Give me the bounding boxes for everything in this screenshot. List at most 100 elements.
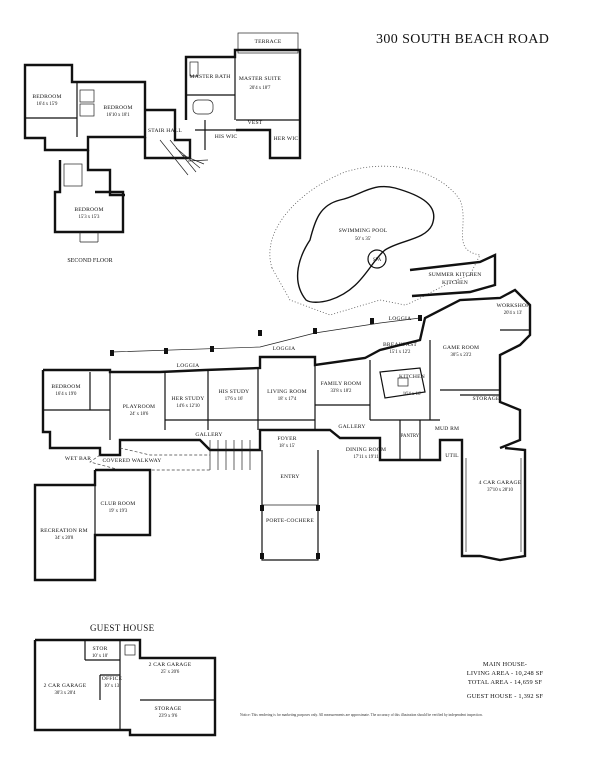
room-name: LOGGIA xyxy=(389,316,412,322)
room-name: HIS WIC xyxy=(215,134,238,140)
room-name: STORAGE xyxy=(154,706,181,712)
spa xyxy=(367,249,387,269)
room-name: BEDROOM xyxy=(32,94,61,100)
room-name: 2 CAR GARAGE xyxy=(44,683,87,689)
second-floor-label: SECOND FLOOR xyxy=(67,258,112,264)
south-bedroom-wall xyxy=(53,160,125,234)
room-dim: 16'10 x 18'1 xyxy=(106,113,130,118)
room-name: STORAGE xyxy=(472,396,499,402)
room-name-continued: KITCHEN xyxy=(442,280,468,286)
room-dim: 30'3 x 20'4 xyxy=(55,691,77,696)
room-name: HER WIC xyxy=(274,136,299,142)
room-name: 4 CAR GARAGE xyxy=(479,480,522,486)
room-dim: 37'10 x 28'10 xyxy=(487,488,513,493)
room-name: KITCHEN xyxy=(399,374,425,380)
total-area: TOTAL AREA - 14,659 SF xyxy=(468,679,543,686)
covered-walkway-line xyxy=(89,454,210,471)
room-name: HER STUDY xyxy=(171,396,204,402)
room-name: TERRACE xyxy=(255,39,282,45)
room-dim: 19' x 19'3 xyxy=(109,509,128,514)
room-name: ENTRY xyxy=(280,474,299,480)
corridor-wall xyxy=(86,150,125,197)
room-name: WORKSHOP xyxy=(497,303,530,309)
room-dim: 20'4 x 13' xyxy=(504,311,523,316)
room-name: LOGGIA xyxy=(273,346,296,352)
room-name: GAME ROOM xyxy=(443,345,479,351)
main-house-plan: LOGGIA LOGGIA LOGGIA BREAKFAST 15'1 x 12… xyxy=(33,288,532,582)
room-name: SPA xyxy=(373,258,382,263)
room-dim: 10' x 10' xyxy=(92,654,108,659)
room-name: GALLERY xyxy=(195,432,222,438)
room-name: BREAKFAST xyxy=(383,342,417,348)
summer-kitchen-wall xyxy=(409,253,497,298)
room-dim: 14'6 x 12'10 xyxy=(176,404,200,409)
room-name: FOYER xyxy=(277,436,296,442)
room-dim: 20'4 x 18'7 xyxy=(250,86,272,91)
room-name: LIVING ROOM xyxy=(267,389,307,395)
room-dim: 16'4 x 16' xyxy=(403,392,422,397)
room-dim: 18' x 15' xyxy=(279,444,295,449)
guest-house-area: GUEST HOUSE - 1,392 SF xyxy=(467,693,543,700)
room-name: LOGGIA xyxy=(177,363,200,369)
room-name: STAIR HALL xyxy=(148,128,182,134)
room-name: MASTER BATH xyxy=(190,74,231,80)
room-name: PORTE-COCHERE xyxy=(266,518,314,524)
room-name: HIS STUDY xyxy=(219,389,250,395)
room-name: UTIL xyxy=(445,453,459,459)
room-name: MASTER SUITE xyxy=(239,76,282,82)
club-wing-wall xyxy=(33,468,152,582)
second-floor-plan: TERRACE MASTER BATH MASTER SUITE 20'4 x … xyxy=(23,32,302,264)
terrace-outline xyxy=(237,32,299,54)
main-house-north-wall xyxy=(43,288,532,450)
plan-title: 300 SOUTH BEACH ROAD xyxy=(376,32,549,47)
room-name: SWIMMING POOL xyxy=(339,228,388,234)
room-name: PANTRY xyxy=(401,434,420,439)
room-name: SUMMER KITCHEN xyxy=(429,272,482,278)
room-dim: 16'4 x 15'9 xyxy=(37,102,59,107)
room-dim: 30'5 x 23'2 xyxy=(451,353,473,358)
main-house-label: MAIN HOUSE- xyxy=(483,661,527,668)
room-dim: 17'11 x 19'11 xyxy=(353,455,379,460)
room-name: COVERED WALKWAY xyxy=(102,458,161,464)
room-dim: 25' x 20'6 xyxy=(161,670,180,675)
guest-house-plan: GUEST HOUSE STOR 10' x 10' 2 CAR GARAGE … xyxy=(33,623,217,737)
main-house-south-wall xyxy=(41,370,442,462)
room-dim: 16'4 x 19'0 xyxy=(56,392,78,397)
kitchen-island xyxy=(379,367,426,399)
disclaimer-notice: Notice: This rendering is for marketing … xyxy=(240,713,483,717)
living-area: LIVING AREA - 10,248 SF xyxy=(467,670,544,677)
room-name: OFFICE xyxy=(102,676,123,682)
room-dim: 10' x 13' xyxy=(104,684,120,689)
room-dim: 23'9 x 9'6 xyxy=(159,714,178,719)
area-summary: MAIN HOUSE- LIVING AREA - 10,248 SF TOTA… xyxy=(467,661,544,700)
room-name: BEDROOM xyxy=(51,384,80,390)
room-dim: 34' x 20'8 xyxy=(55,536,74,541)
room-dim: 18' x 17'4 xyxy=(278,397,297,402)
pool-deck-outline xyxy=(269,165,481,316)
room-dim: 24' x 18'6 xyxy=(130,412,149,417)
pool-area: SWIMMING POOL 50' x 35' SPA SUMMER KITCH… xyxy=(269,165,497,316)
stair-hall-wall xyxy=(143,108,192,160)
room-dim: 50' x 35' xyxy=(355,237,371,242)
room-name: WET BAR xyxy=(65,456,91,462)
room-name: VEST xyxy=(248,120,263,126)
room-name: MUD RM xyxy=(435,426,459,432)
garage-wall xyxy=(438,438,527,562)
swimming-pool xyxy=(297,185,435,303)
room-name: RECREATION RM xyxy=(40,528,88,534)
room-name: 2 CAR GARAGE xyxy=(149,662,192,668)
guest-house-wall xyxy=(33,638,217,737)
room-dim: 15'1 x 12'2 xyxy=(390,350,412,355)
room-name: CLUB ROOM xyxy=(101,501,136,507)
room-name: BEDROOM xyxy=(103,105,132,111)
room-name: DINING ROOM xyxy=(346,447,386,453)
room-name: GALLERY xyxy=(338,424,365,430)
master-wing-wall xyxy=(184,48,302,160)
room-name: BEDROOM xyxy=(74,207,103,213)
room-dim: 17'6 x 16' xyxy=(225,397,244,402)
room-name: FAMILY ROOM xyxy=(321,381,362,387)
west-wing-wall xyxy=(23,63,147,152)
room-name: PLAYROOM xyxy=(123,404,155,410)
room-dim: 33'8 x 18'2 xyxy=(331,389,353,394)
